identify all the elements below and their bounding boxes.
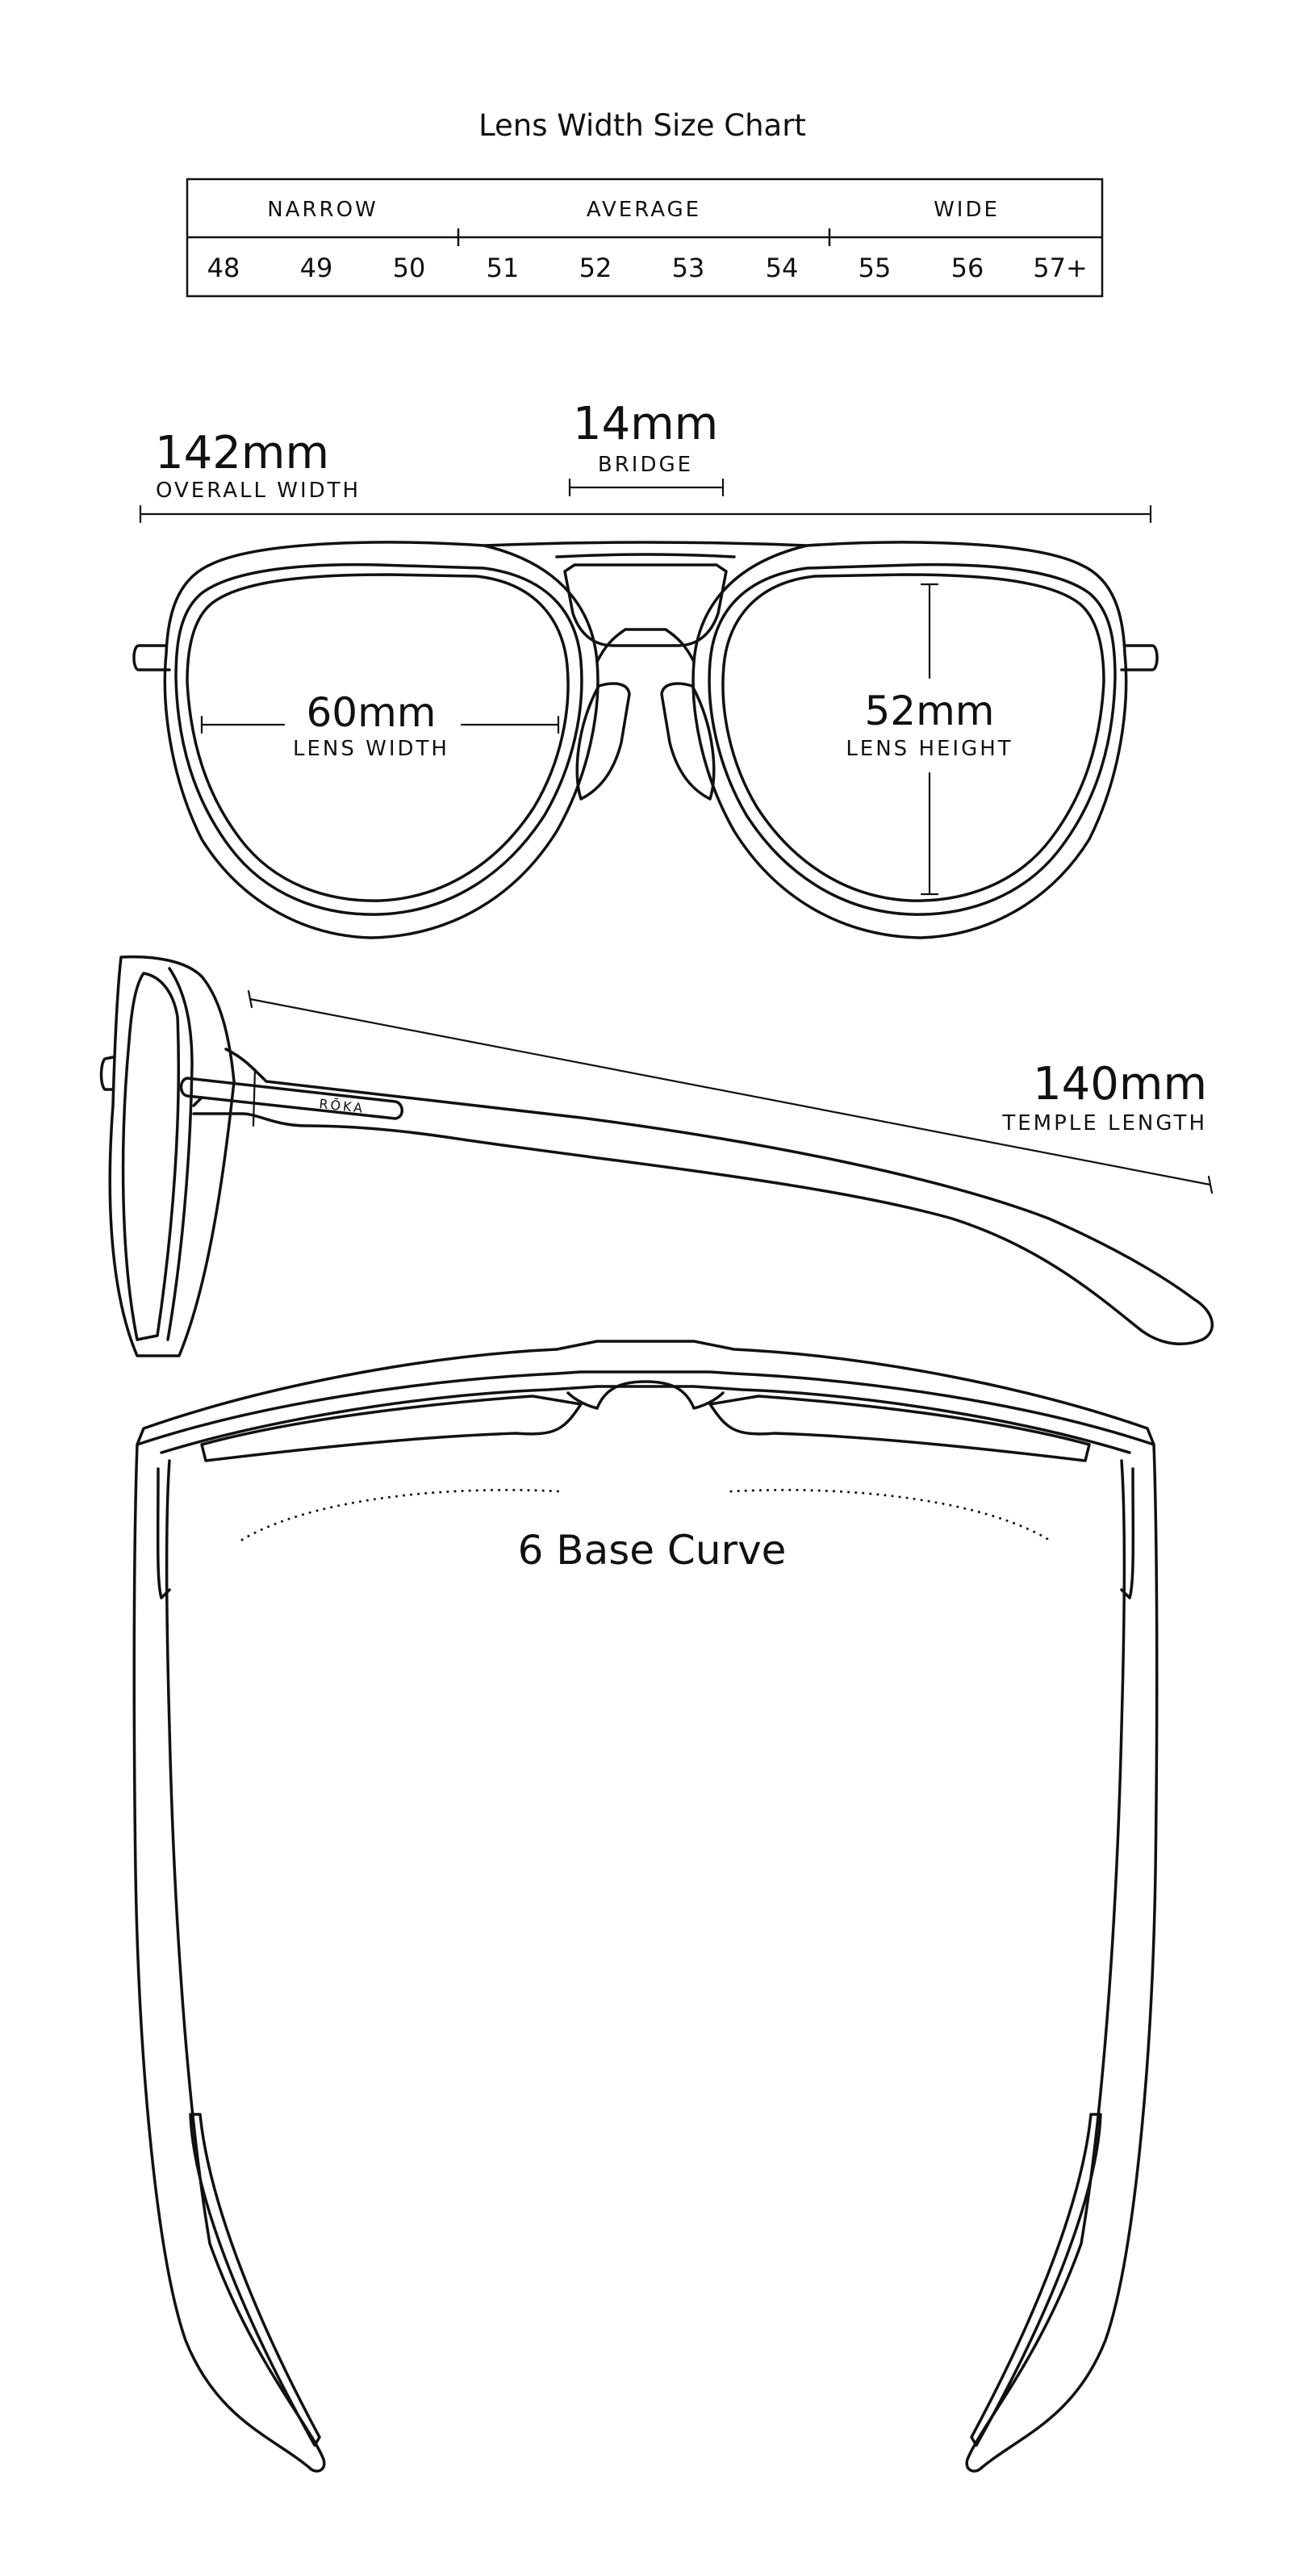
size-cell: 53 [672, 253, 705, 283]
temple-length-value: 140mm [1033, 1058, 1207, 1110]
right-lens-glass [721, 573, 1105, 902]
left-temple-inner [156, 1467, 171, 1600]
temple-slot [179, 1077, 403, 1120]
top-frame-lens-line-right [708, 1395, 1091, 1462]
temple-arm [192, 1048, 1214, 1346]
front-view: 142mm OVERALL WIDTH 14mm BRIDGE [132, 398, 1159, 939]
left-hinge [132, 644, 171, 671]
bridge-label: BRIDGE [598, 453, 693, 477]
right-lens-inner [708, 562, 1117, 916]
size-cell: 54 [766, 253, 799, 283]
bridge-value: 14mm [573, 398, 718, 450]
size-cell: 55 [859, 253, 892, 283]
right-temple [965, 1443, 1159, 2473]
front-frame [132, 541, 1159, 939]
left-lens-glass [186, 573, 570, 902]
lens-height-label: LENS HEIGHT [846, 737, 1013, 761]
group-wide: WIDE [934, 198, 1000, 222]
size-cell: 52 [579, 253, 612, 283]
side-frame: RŌKA [99, 955, 1214, 1357]
overall-width-value: 142mm [155, 427, 329, 479]
base-curve-arc-right [729, 1488, 1051, 1541]
top-nose-bridge [595, 1380, 725, 1410]
base-curve-arc-left [240, 1488, 562, 1541]
temple-hinge-line [252, 1068, 257, 1127]
top-view: 6 Base Curve [132, 1340, 1159, 2473]
size-cell: 56 [951, 253, 984, 283]
temple-length-label: TEMPLE LENGTH [1001, 1111, 1207, 1135]
top-frame-lens-line [200, 1395, 583, 1462]
right-temple-groove [970, 2113, 1102, 2447]
size-cell: 57+ [1033, 253, 1088, 283]
temple-length-dimension-line [247, 989, 1214, 1194]
right-temple-inner [1120, 1467, 1135, 1600]
right-hinge [1120, 644, 1159, 671]
overall-width-label: OVERALL WIDTH [156, 479, 361, 503]
size-chart-title: Lens Width Size Chart [478, 108, 806, 143]
brand-mark: RŌKA [319, 1096, 366, 1116]
left-lens-outer [163, 541, 600, 939]
temple-inner-line [192, 1096, 203, 1107]
lens-width-value: 60mm [306, 689, 436, 736]
side-lens-outer [108, 955, 236, 1357]
right-lens-outer [691, 541, 1128, 939]
nose-pad-right [660, 682, 716, 801]
side-lens-inner [121, 972, 181, 1341]
size-chart: Lens Width Size Chart NARROW AVERAGE WID… [186, 108, 1104, 298]
lens-width-label: LENS WIDTH [293, 737, 449, 761]
bridge-dimension-line [568, 478, 725, 497]
nose-pad-left [575, 682, 631, 801]
left-temple-groove [189, 2113, 321, 2447]
left-lens-inner [174, 562, 583, 916]
side-hinge [99, 1056, 115, 1091]
size-cell: 50 [393, 253, 426, 283]
size-cell: 48 [207, 253, 240, 283]
top-frame [132, 1340, 1159, 2473]
brow-bar [563, 563, 728, 647]
group-narrow: NARROW [267, 198, 378, 222]
side-lens-edge [166, 967, 194, 1341]
base-curve-label: 6 Base Curve [518, 1527, 787, 1574]
lens-height-value: 52mm [864, 688, 994, 734]
overall-width-dimension-line [139, 504, 1152, 524]
left-temple [132, 1443, 326, 2473]
top-frame-front [136, 1340, 1155, 1446]
size-cell: 51 [487, 253, 520, 283]
nose-bridge [595, 628, 696, 663]
side-view: RŌKA 140mm TEMPLE LENGTH [99, 955, 1214, 1357]
size-cell: 49 [300, 253, 333, 283]
group-average: AVERAGE [587, 198, 701, 222]
top-frame-front-inner [160, 1385, 1131, 1454]
